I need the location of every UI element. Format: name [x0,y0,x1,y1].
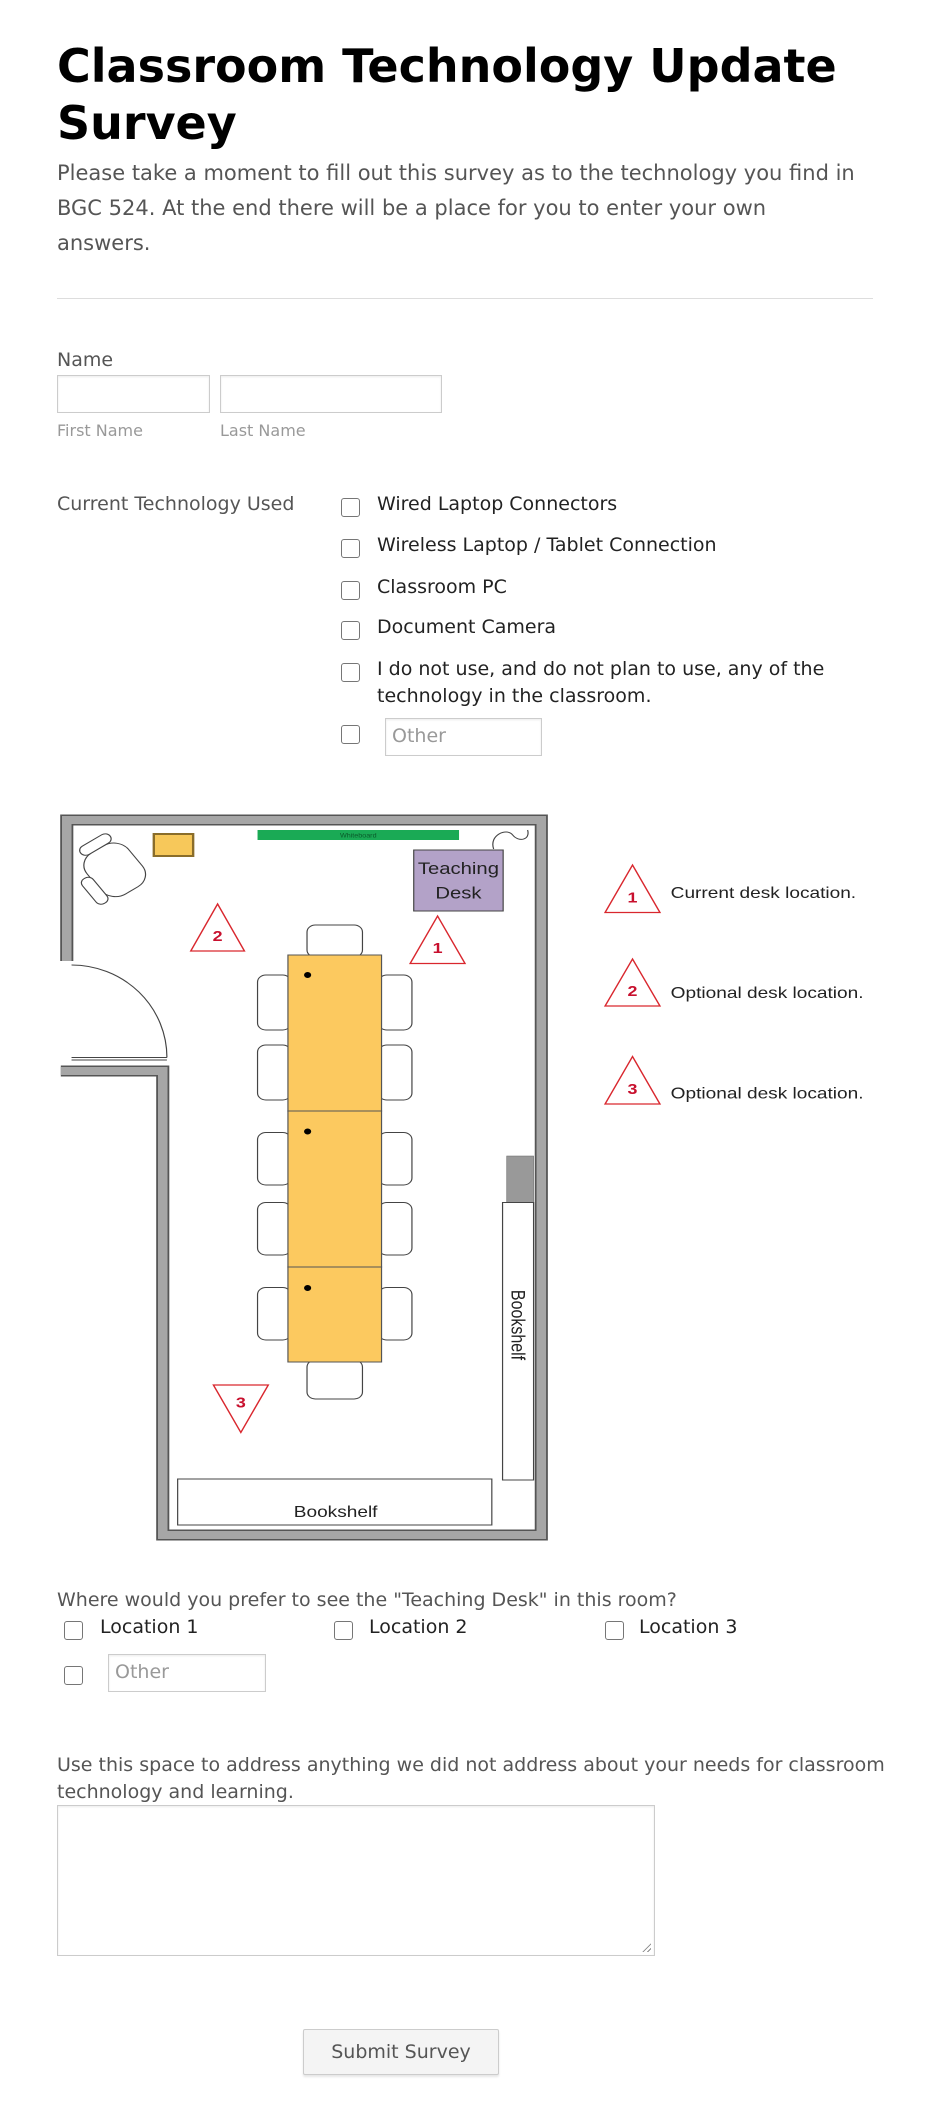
submit-survey-button[interactable]: Submit Survey [303,2029,499,2075]
teaching-desk [413,849,504,912]
teaching-desk-label: Teaching [418,859,499,878]
legend-3-text: Optional desk location. [671,1084,864,1102]
checkbox-document-camera[interactable] [341,621,360,640]
name-label: Name [57,349,114,371]
room-walls [60,814,548,1541]
chair [256,974,292,1031]
page-title: Classroom Technology Update Survey [57,39,837,150]
chair [377,1202,413,1256]
resize-handle-icon[interactable] [641,1942,651,1952]
bookshelf-bottom [177,1478,493,1526]
chair [377,1287,413,1341]
technology-other-input[interactable]: Other [385,718,542,756]
legend-3-number: 3 [628,1081,638,1097]
marker-3-label: 3 [236,1395,246,1411]
legend-2-triangle [603,957,662,1007]
location-2-label[interactable]: Location 2 [369,1616,468,1638]
marker-2-triangle [189,902,246,952]
bookshelf-right-label: Bookshelf [507,1290,529,1360]
table [287,1266,383,1363]
checkbox-other[interactable] [341,725,360,744]
option-label[interactable]: Classroom PC [377,576,507,598]
table [287,954,383,1112]
chair [306,924,364,958]
chair [256,1202,292,1256]
chairs [256,924,413,1400]
door [71,964,168,1061]
comments-textarea[interactable] [57,1805,655,1956]
legend-1-triangle [603,863,662,914]
desk-location-label: Where would you prefer to see the "Teach… [57,1589,677,1611]
last-name-sublabel: Last Name [220,421,306,440]
chair [377,974,413,1031]
cable [492,829,529,850]
option-label[interactable]: I do not use, and do not plan to use, an… [377,658,825,707]
bookshelf-right [501,1202,535,1481]
survey-description: Please take a moment to fill out this su… [57,161,855,255]
chair [256,1044,292,1101]
marker-2-label: 2 [213,928,223,944]
tables [287,954,383,1363]
checkbox-location-1[interactable] [64,1621,83,1640]
checkbox-wireless[interactable] [341,539,360,558]
table-port [304,972,312,978]
table-port [304,1285,312,1291]
legend-2-number: 2 [628,983,638,999]
first-name-input[interactable] [57,375,210,413]
technology-label: Current Technology Used [57,493,295,515]
classroom-floor-plan: Whiteboard Teaching Desk Bookshelf Books… [60,814,864,1541]
legend-3-triangle [603,1055,662,1105]
table-port [304,1128,312,1135]
teaching-desk-label: Desk [435,883,482,902]
checkbox-location-2[interactable] [334,1621,353,1640]
chair [306,1359,364,1400]
chair [256,1287,292,1341]
checkbox-classroom-pc[interactable] [341,581,360,600]
checkbox-location-3[interactable] [605,1621,624,1640]
marker-1-label: 1 [433,940,443,956]
small-cabinet [152,833,195,857]
option-label[interactable]: Wireless Laptop / Tablet Connection [377,534,717,556]
whiteboard-label: Whiteboard [340,833,377,839]
first-name-sublabel: First Name [57,421,143,440]
chair [377,1132,413,1186]
marker-3-triangle [212,1384,270,1434]
checkbox-no-technology[interactable] [341,663,360,682]
bookshelf-bottom-label: Bookshelf [294,1502,378,1520]
last-name-input[interactable] [220,375,442,413]
whiteboard [257,830,460,840]
chair [377,1044,413,1101]
checkbox-wired[interactable] [341,498,360,517]
location-other-input[interactable]: Other [108,1654,266,1692]
divider [57,298,873,299]
legend-1-text: Current desk location. [671,883,856,901]
location-1-label[interactable]: Location 1 [100,1616,199,1638]
location-3-label[interactable]: Location 3 [639,1616,738,1638]
legend-2-text: Optional desk location. [671,983,864,1001]
table [287,1110,383,1268]
armchair [79,833,147,905]
marker-1-triangle [408,914,467,965]
chair [256,1132,292,1186]
pillar [506,1155,534,1203]
option-label[interactable]: Wired Laptop Connectors [377,493,618,515]
checkbox-location-other[interactable] [64,1666,83,1685]
comments-label: Use this space to address anything we di… [57,1754,885,1803]
option-label[interactable]: Document Camera [377,616,557,638]
legend-1-number: 1 [628,890,638,906]
